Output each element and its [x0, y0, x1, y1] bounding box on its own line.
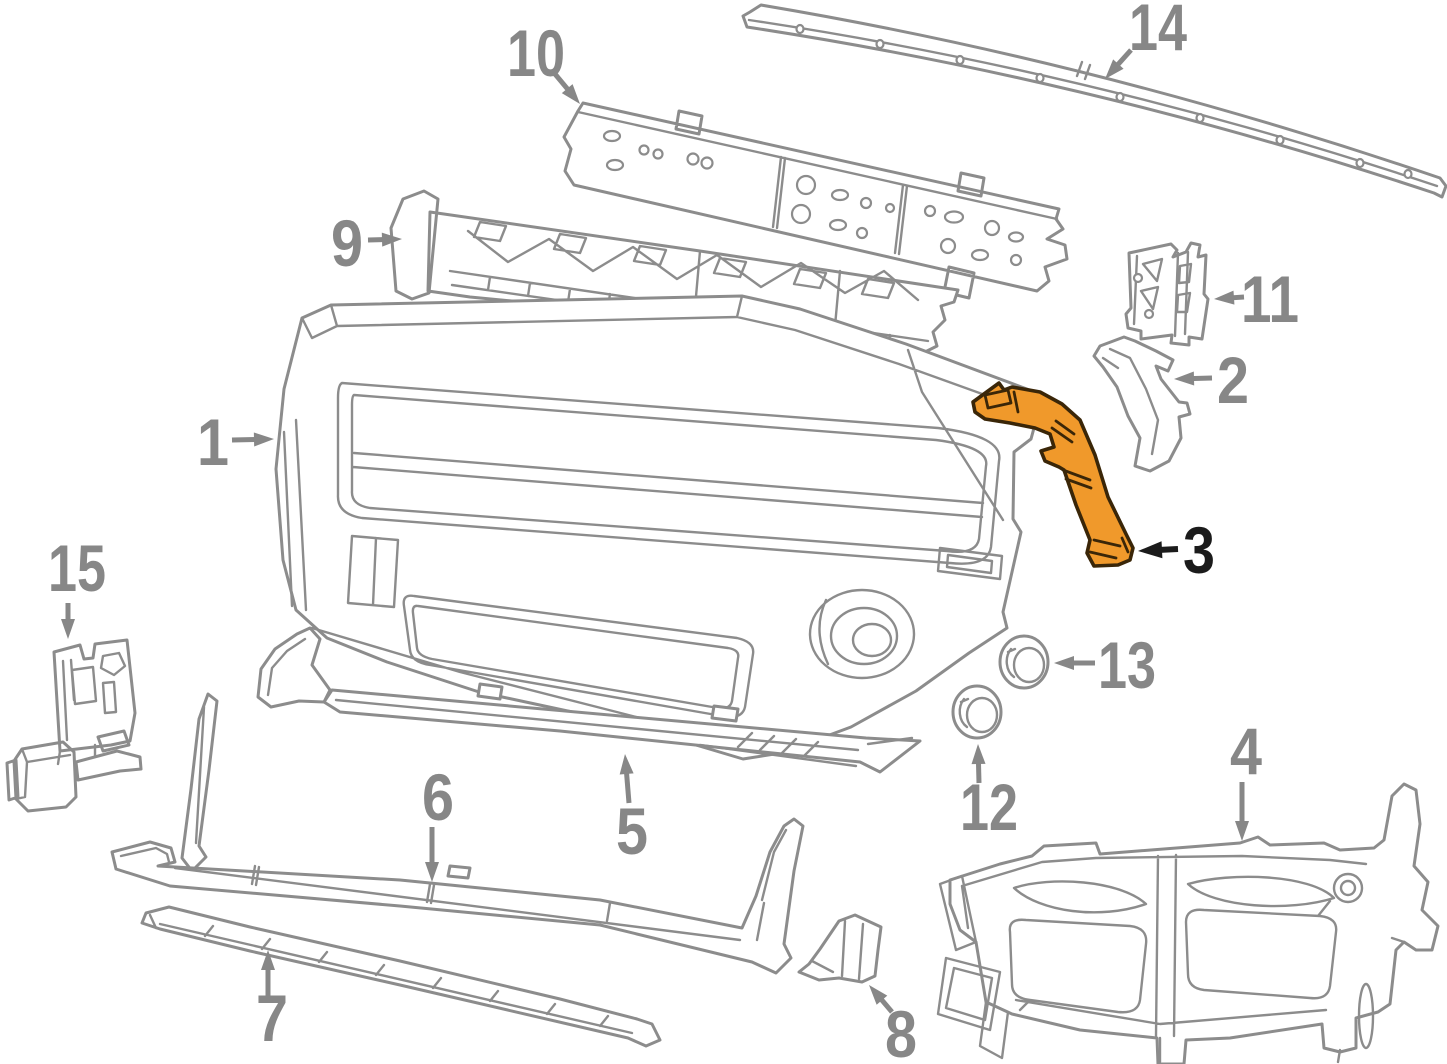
callout-arrowhead-13 [1054, 656, 1074, 670]
part-detail [810, 919, 865, 981]
callout-label-4[interactable]: 4 [1230, 714, 1262, 788]
callout-arrowhead-9 [381, 232, 402, 247]
part-detail [1101, 347, 1160, 456]
callout-arrowhead-10 [561, 84, 580, 104]
part-outline [5, 638, 143, 813]
callout-label-7[interactable]: 7 [256, 981, 288, 1055]
callout-arrowhead-6 [425, 862, 439, 882]
part-detail [1132, 250, 1193, 338]
callout-label-2[interactable]: 2 [1217, 343, 1249, 417]
callout-arrowhead-12 [971, 744, 986, 765]
callout-arrowhead-11 [1214, 290, 1235, 305]
callout-label-14[interactable]: 14 [1129, 0, 1187, 64]
part-outline [948, 782, 1440, 1064]
part-detail [14, 651, 127, 801]
part-3-side-support-bracket-highlighted[interactable] [971, 381, 1135, 568]
part-detail [1005, 646, 1046, 684]
vertical-blade-clip [180, 692, 219, 873]
part-holes [795, 23, 1413, 180]
callout-label-12[interactable]: 12 [960, 770, 1018, 844]
callout-label-9[interactable]: 9 [331, 206, 363, 280]
callout-label-13[interactable]: 13 [1098, 628, 1156, 702]
part-outline [1124, 241, 1210, 347]
part-detail [266, 637, 914, 768]
part-detail [119, 828, 788, 942]
part-1-bumper-fascia [274, 294, 1045, 761]
part-2-outer-support-bracket [1092, 335, 1192, 473]
callout-arrow-1 [231, 436, 259, 443]
callout-arrowhead-5 [619, 754, 634, 775]
part-6-lower-valance-molding [110, 817, 805, 975]
callout-arrow-5 [623, 769, 632, 804]
part-holes [602, 129, 1025, 267]
part-10-bumper-reinforcement-bar [562, 101, 1069, 300]
callout-arrowhead-7 [261, 950, 275, 970]
callout-label-6[interactable]: 6 [422, 760, 454, 834]
part-12-grommet [951, 684, 1003, 740]
part-outline [741, 3, 1447, 199]
callout-arrowhead-14 [1105, 59, 1124, 79]
part-detail [936, 853, 1406, 1064]
part-detail [194, 705, 206, 845]
part-outline [971, 381, 1135, 568]
part-outline [274, 294, 1045, 761]
part-outline [797, 913, 883, 984]
callout-label-10[interactable]: 10 [507, 16, 565, 90]
part-holes [1132, 272, 1155, 320]
part-detail [747, 18, 1439, 188]
part-7-lower-trim-strip [140, 905, 662, 1048]
callout-label-5[interactable]: 5 [616, 794, 648, 868]
callout-label-15[interactable]: 15 [48, 531, 106, 605]
part-outline [140, 905, 662, 1048]
part-11-side-mount-bracket [1124, 241, 1210, 347]
line-art-layer [5, 3, 1447, 1064]
part-detail [576, 110, 1059, 256]
part-13-grommet [998, 634, 1050, 690]
callout-label-3[interactable]: 3 [1183, 513, 1215, 587]
callout-arrowhead-15 [61, 619, 75, 639]
part-5-upper-valance-molding [256, 626, 922, 774]
callout-label-8[interactable]: 8 [885, 997, 917, 1064]
callout-arrowhead-2 [1174, 371, 1195, 386]
callout-label-11[interactable]: 11 [1241, 262, 1299, 336]
part-outline [256, 626, 922, 774]
part-outline [110, 817, 805, 975]
part-detail [983, 388, 1130, 560]
callout-arrowhead-3 [1138, 541, 1163, 559]
callout-arrowhead-4 [1235, 821, 1249, 841]
callout-arrowhead-1 [253, 432, 274, 447]
part-14-upper-seal-strip [741, 3, 1447, 199]
part-15-sensor-and-bracket [5, 638, 143, 813]
part-4-lower-air-duct [936, 782, 1440, 1064]
part-outline [1092, 335, 1192, 473]
callout-arrowhead-8 [869, 985, 888, 1005]
part-detail [958, 696, 999, 734]
fog-lamp-detail [808, 588, 916, 680]
part-detail [148, 913, 634, 1035]
part-8-corner-bracket [797, 913, 883, 984]
callout-label-1[interactable]: 1 [197, 405, 229, 479]
